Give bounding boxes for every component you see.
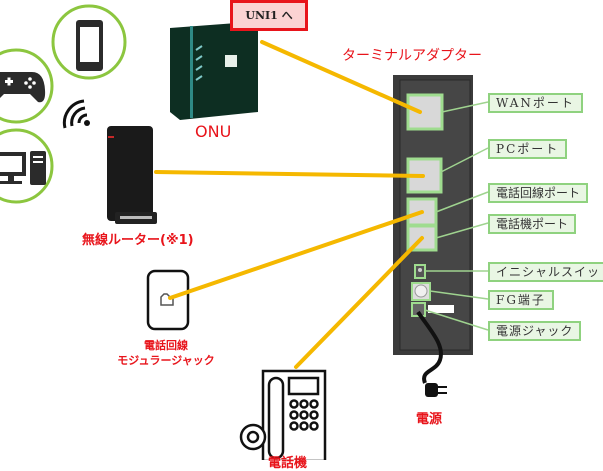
power-label: 電源 [416, 412, 443, 427]
telephone-label: 電話機 [268, 456, 308, 471]
wireless-router [107, 126, 157, 224]
cable-onu-wan [260, 40, 422, 114]
cable-router-pc [154, 170, 425, 178]
power-plug-icon [425, 383, 447, 397]
terminal-adapter-title: ターミナルアダプター [342, 48, 482, 64]
uni1-tag: UNI1 へ [230, 0, 308, 31]
cable-jack-line [168, 210, 424, 300]
desktop-pc-icon [0, 128, 54, 204]
fg-terminal-label: FG端子 [488, 290, 554, 310]
diagram-graphics [0, 4, 489, 460]
line-port-label: 電話回線ポート [488, 183, 589, 203]
power-cord [416, 310, 443, 384]
leader-lines [424, 101, 489, 331]
router-label: 無線ルーター(※1) [82, 233, 194, 248]
cable-phone-port [294, 236, 424, 369]
terminal-adapter [393, 75, 473, 355]
modular-jack [146, 269, 190, 331]
initial-switch-label: イニシャルスイッ [488, 262, 603, 282]
smartphone-icon [51, 4, 127, 80]
gamepad-icon [0, 48, 54, 124]
telephone-icon [239, 369, 327, 460]
wifi-icon [62, 99, 90, 129]
jack-label: 電話回線 モジュラージャック [110, 338, 222, 368]
onu-label: ONU [195, 122, 232, 141]
power-jack-label: 電源ジャック [488, 321, 582, 341]
jack-label-line1: 電話回線 [144, 339, 188, 352]
phone-port-label: 電話機ポート [488, 214, 577, 234]
pc-port-label: PCポート [488, 139, 568, 159]
wan-port-label: WANポート [488, 93, 583, 113]
onu-device [170, 22, 258, 120]
jack-label-line2: モジュラージャック [117, 354, 215, 367]
cables [154, 40, 425, 369]
wan-port [406, 93, 444, 131]
